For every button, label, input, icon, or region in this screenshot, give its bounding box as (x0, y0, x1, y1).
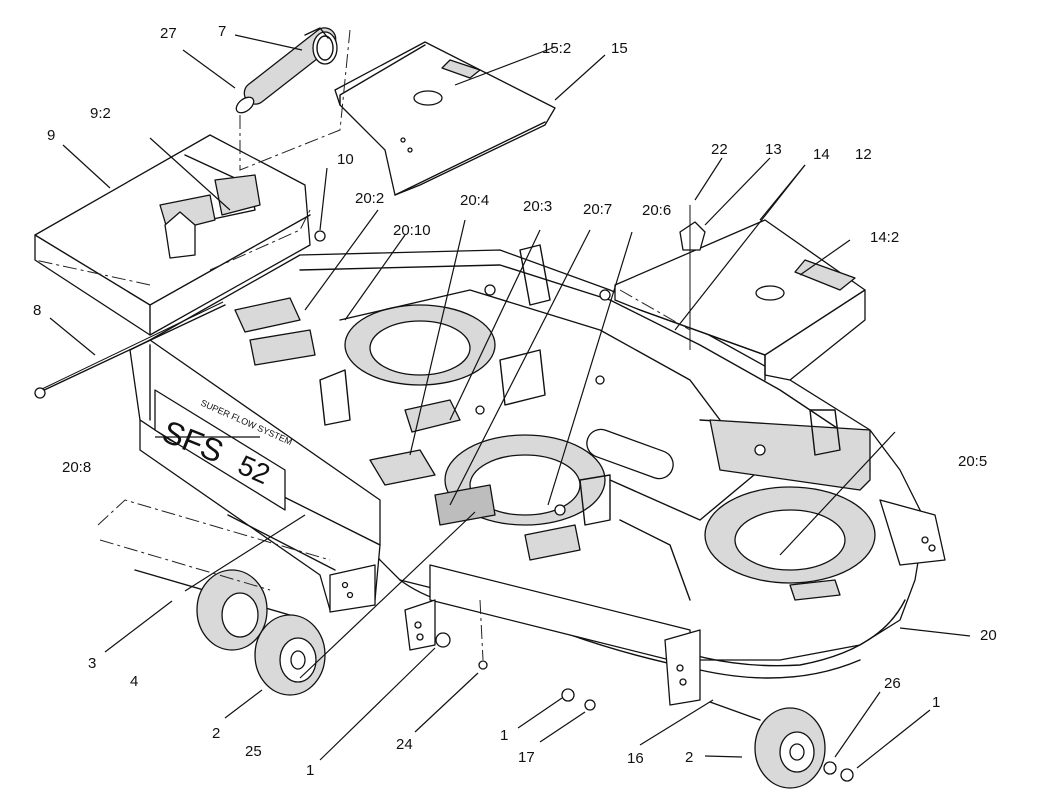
callout-27: 27 (160, 25, 177, 42)
callout-9-2: 9:2 (90, 105, 111, 122)
callout-7: 7 (218, 23, 226, 40)
callout-14: 14 (813, 146, 830, 163)
leader-lines (49, 34, 971, 769)
decal-20-7 (434, 484, 496, 526)
decal-20-2 (234, 297, 301, 333)
callout-4: 4 (130, 673, 138, 690)
callout-20-5: 20:5 (958, 453, 987, 470)
callout-2-front: 2 (212, 725, 220, 742)
decal-20-4 (369, 449, 436, 486)
callout-1-rear: 1 (932, 694, 940, 711)
callout-3: 3 (88, 655, 96, 672)
callout-20-6: 20:6 (642, 202, 671, 219)
callout-15: 15 (611, 40, 628, 57)
assembly-lines (34, 29, 691, 661)
callout-10: 10 (337, 151, 354, 168)
callout-24: 24 (396, 736, 413, 753)
callout-25: 25 (245, 743, 262, 760)
sfs-decal (154, 389, 286, 511)
callout-13: 13 (765, 141, 782, 158)
callout-20-2: 20:2 (355, 190, 384, 207)
callout-17: 17 (518, 749, 535, 766)
callout-9: 9 (47, 127, 55, 144)
callout-22: 22 (711, 141, 728, 158)
decal-15-2 (441, 59, 481, 79)
top-rear-shield (334, 41, 556, 196)
long-bolt (34, 301, 226, 399)
idler-spring-assembly (235, 27, 338, 114)
spindle-slot (586, 428, 674, 480)
left-belt-cover (34, 134, 326, 336)
callout-26: 26 (884, 675, 901, 692)
callout-8: 8 (33, 302, 41, 319)
callout-16: 16 (627, 750, 644, 767)
callout-labels: 27 7 15:2 15 9:2 9 10 22 13 14 12 20:2 2… (33, 23, 997, 779)
callout-1-mid: 1 (500, 727, 508, 744)
right-belt-cover (614, 205, 866, 381)
callout-20-7: 20:7 (583, 201, 612, 218)
callout-2-rear: 2 (685, 749, 693, 766)
callout-20: 20 (980, 627, 997, 644)
callout-20-3: 20:3 (523, 198, 552, 215)
callout-14-2: 14:2 (870, 229, 899, 246)
mower-deck-housing (139, 244, 946, 679)
callout-20-10: 20:10 (393, 222, 431, 239)
rear-wheel-assembly (404, 564, 854, 789)
callout-1-front: 1 (306, 762, 314, 779)
callout-15-2: 15:2 (542, 40, 571, 57)
callout-12: 12 (855, 146, 872, 163)
callout-20-4: 20:4 (460, 192, 489, 209)
callout-20-8: 20:8 (62, 459, 91, 476)
